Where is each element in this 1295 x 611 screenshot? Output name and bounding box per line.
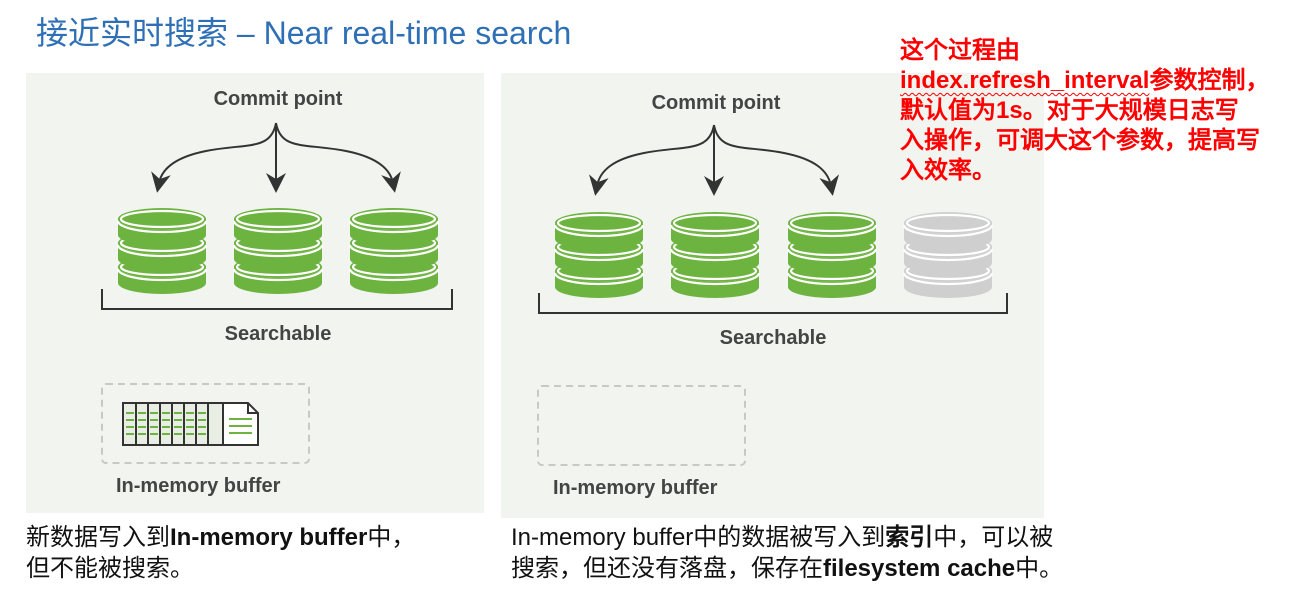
segment-stack-2 — [232, 208, 324, 294]
segment-stack-3 — [348, 208, 440, 294]
commit-arrow-right — [713, 124, 839, 196]
left-segments-group — [116, 208, 440, 294]
segment-stack-2 — [669, 212, 761, 298]
in-memory-buffer-label: In-memory buffer — [553, 477, 718, 499]
right-diagram-panel: Commit point Searchable In-memory buffer — [501, 73, 1044, 518]
in-memory-buffer-box — [537, 385, 746, 466]
commit-arrow-left — [589, 124, 715, 196]
in-memory-buffer-label: In-memory buffer — [116, 475, 281, 497]
searchable-label: Searchable — [719, 327, 827, 349]
right-caption-line2: 搜索，但还没有落盘，保存在filesystem cache中。 — [511, 555, 1064, 582]
left-caption-line1: 新数据写入到In-memory buffer中， — [26, 524, 416, 551]
commit-arrows — [151, 122, 401, 193]
page-title: 接近实时搜索 – Near real-time search — [36, 15, 572, 51]
searchable-bracket — [538, 293, 1008, 314]
segment-stack-1 — [116, 208, 208, 294]
segment-stack-3 — [786, 212, 878, 298]
note-line-3: 默认值为1s。对于大规模日志写 — [900, 97, 1239, 124]
right-caption-line1: In-memory buffer中的数据被写入到索引中，可以被 — [511, 524, 1054, 551]
left-diagram-panel: Commit point Searchable In-memory buffer — [26, 73, 484, 513]
right-caption: In-memory buffer中的数据被写入到索引中，可以被 搜索，但还没有落… — [511, 522, 1063, 584]
commit-arrows — [589, 124, 839, 196]
segment-stack-4 — [902, 212, 994, 298]
note-line-5: 入效率。 — [900, 157, 996, 184]
buffered-documents-icon — [122, 402, 259, 446]
note-line-2: index.refresh_interval参数控制， — [900, 67, 1270, 94]
note-line-4: 入操作，可调大这个参数，提高写 — [900, 127, 1260, 154]
commit-point-label: Commit point — [651, 92, 781, 114]
searchable-bracket — [101, 289, 453, 310]
refresh-interval-note: 这个过程由 index.refresh_interval参数控制， 默认值为1s… — [900, 36, 1269, 186]
right-segments-group — [553, 212, 994, 298]
right-diagram-svg — [537, 124, 1008, 466]
in-memory-buffer-box — [101, 383, 310, 464]
commit-point-label: Commit point — [213, 88, 343, 110]
commit-arrow-left — [151, 122, 277, 193]
segment-stack-1 — [553, 212, 645, 298]
left-caption-line2: 但不能被搜索。 — [26, 555, 194, 582]
searchable-label: Searchable — [224, 323, 332, 345]
left-diagram-svg — [101, 122, 453, 464]
left-caption: 新数据写入到In-memory buffer中， 但不能被搜索。 — [26, 522, 415, 584]
note-line-1: 这个过程由 — [900, 37, 1020, 64]
commit-arrow-right — [275, 122, 401, 193]
